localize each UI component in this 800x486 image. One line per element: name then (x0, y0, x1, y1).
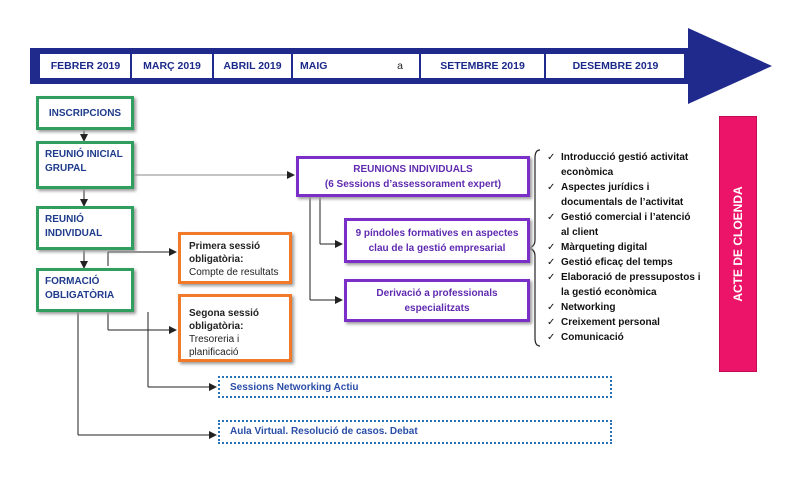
timeline-separator (130, 53, 132, 79)
check-icon: ✓ (547, 242, 556, 253)
box-sessions-networking: Sessions Networking Actiu (218, 376, 612, 398)
timeline-month-desembre: DESEMBRE 2019 (572, 60, 659, 72)
timeline-arrow (30, 28, 772, 104)
check-icon: ✓ (547, 257, 556, 268)
timeline-separator (419, 53, 421, 79)
check-icon: ✓ (547, 182, 556, 193)
check-icon: ✓ (547, 272, 556, 283)
aula-virtual-label: Aula Virtual. Resolució de casos. Debat (230, 426, 418, 437)
acte-de-cloenda-label: ACTE DE CLOENDA (731, 186, 745, 302)
check-icon: ✓ (547, 317, 556, 328)
step-reunio-individual: REUNIÓ INDIVIDUAL (36, 206, 134, 250)
checklist-item: ✓Gestió eficaç del temps (547, 257, 673, 268)
box-derivacio-professionals: Derivació a professionals especialitzats (344, 279, 530, 322)
timeline-separator (212, 53, 214, 79)
step-reunio-individual-line1: REUNIÓ (45, 214, 84, 225)
step-reunio-inicial-line1: REUNIÓ INICIAL (45, 149, 123, 160)
step-formacio-line1: FORMACIÓ (45, 276, 100, 287)
session-primera-title1: Primera sessió (189, 241, 261, 252)
session-segona-body1: Tresoreria i (189, 334, 240, 345)
session-primera: Primera sessió obligatòria: Compte de re… (178, 232, 292, 284)
timeline-separator (291, 53, 293, 79)
networking-label: Sessions Networking Actiu (230, 382, 359, 393)
step-reunio-inicial-line2: GRUPAL (45, 163, 87, 174)
box-aula-virtual: Aula Virtual. Resolució de casos. Debat (218, 420, 612, 444)
timeline-month-abril: ABRIL 2019 (223, 60, 282, 72)
box-pindoles-formatives: 9 píndoles formatives en aspectes clau d… (344, 218, 530, 263)
checklist-item: ✓Networking (547, 302, 616, 313)
timeline-month-setembre: SETEMBRE 2019 (440, 60, 525, 72)
check-icon: ✓ (547, 152, 556, 163)
step-reunio-individual-line2: INDIVIDUAL (45, 228, 103, 239)
reunions-line1: REUNIONS INDIVIDUALS (353, 163, 473, 175)
check-icon: ✓ (547, 212, 556, 223)
session-segona: Segona sessió obligatòria: Tresoreria i … (178, 294, 292, 362)
step-formacio-obligatoria: FORMACIÓ OBLIGATÒRIA (36, 268, 134, 312)
timeline-month-febrer: FEBRER 2019 (50, 60, 121, 72)
session-primera-title2: obligatòria: (189, 254, 244, 265)
checklist-item: ✓Creixement personal (547, 317, 660, 328)
acte-de-cloenda-banner: ACTE DE CLOENDA (719, 116, 757, 372)
timeline-month-marc: MARÇ 2019 (143, 60, 201, 72)
reunions-line2: (6 Sessions d’assessorament expert) (324, 178, 502, 190)
step-inscripcions-label: INSCRIPCIONS (48, 108, 122, 119)
timeline-separator (544, 53, 546, 79)
step-reunio-inicial-grupal: REUNIÓ INICIAL GRUPAL (36, 141, 134, 189)
checklist-item: ✓Màrqueting digital (547, 242, 648, 253)
derivacio-line1: Derivació a professionals (376, 287, 498, 299)
check-icon: ✓ (547, 332, 556, 343)
session-segona-title2: obligatòria: (189, 321, 244, 332)
pindoles-line1: 9 píndoles formatives en aspectes (355, 227, 519, 239)
timeline-month-maig: MAIG (300, 60, 328, 72)
session-primera-body: Compte de resultats (189, 267, 279, 278)
box-reunions-individuals: REUNIONS INDIVIDUALS (6 Sessions d’asses… (296, 156, 530, 197)
session-segona-title1: Segona sessió (189, 308, 260, 319)
check-icon: ✓ (547, 302, 556, 313)
checklist-item: ✓Comunicació (547, 332, 624, 343)
step-inscripcions: INSCRIPCIONS (36, 96, 134, 130)
pindoles-line2: clau de la gestió empresarial (368, 242, 506, 254)
step-formacio-line2: OBLIGATÒRIA (45, 290, 115, 301)
derivacio-line2: especialitzats (404, 302, 470, 314)
timeline-range-a: a (397, 60, 403, 72)
session-segona-body2: planificació (189, 347, 239, 358)
